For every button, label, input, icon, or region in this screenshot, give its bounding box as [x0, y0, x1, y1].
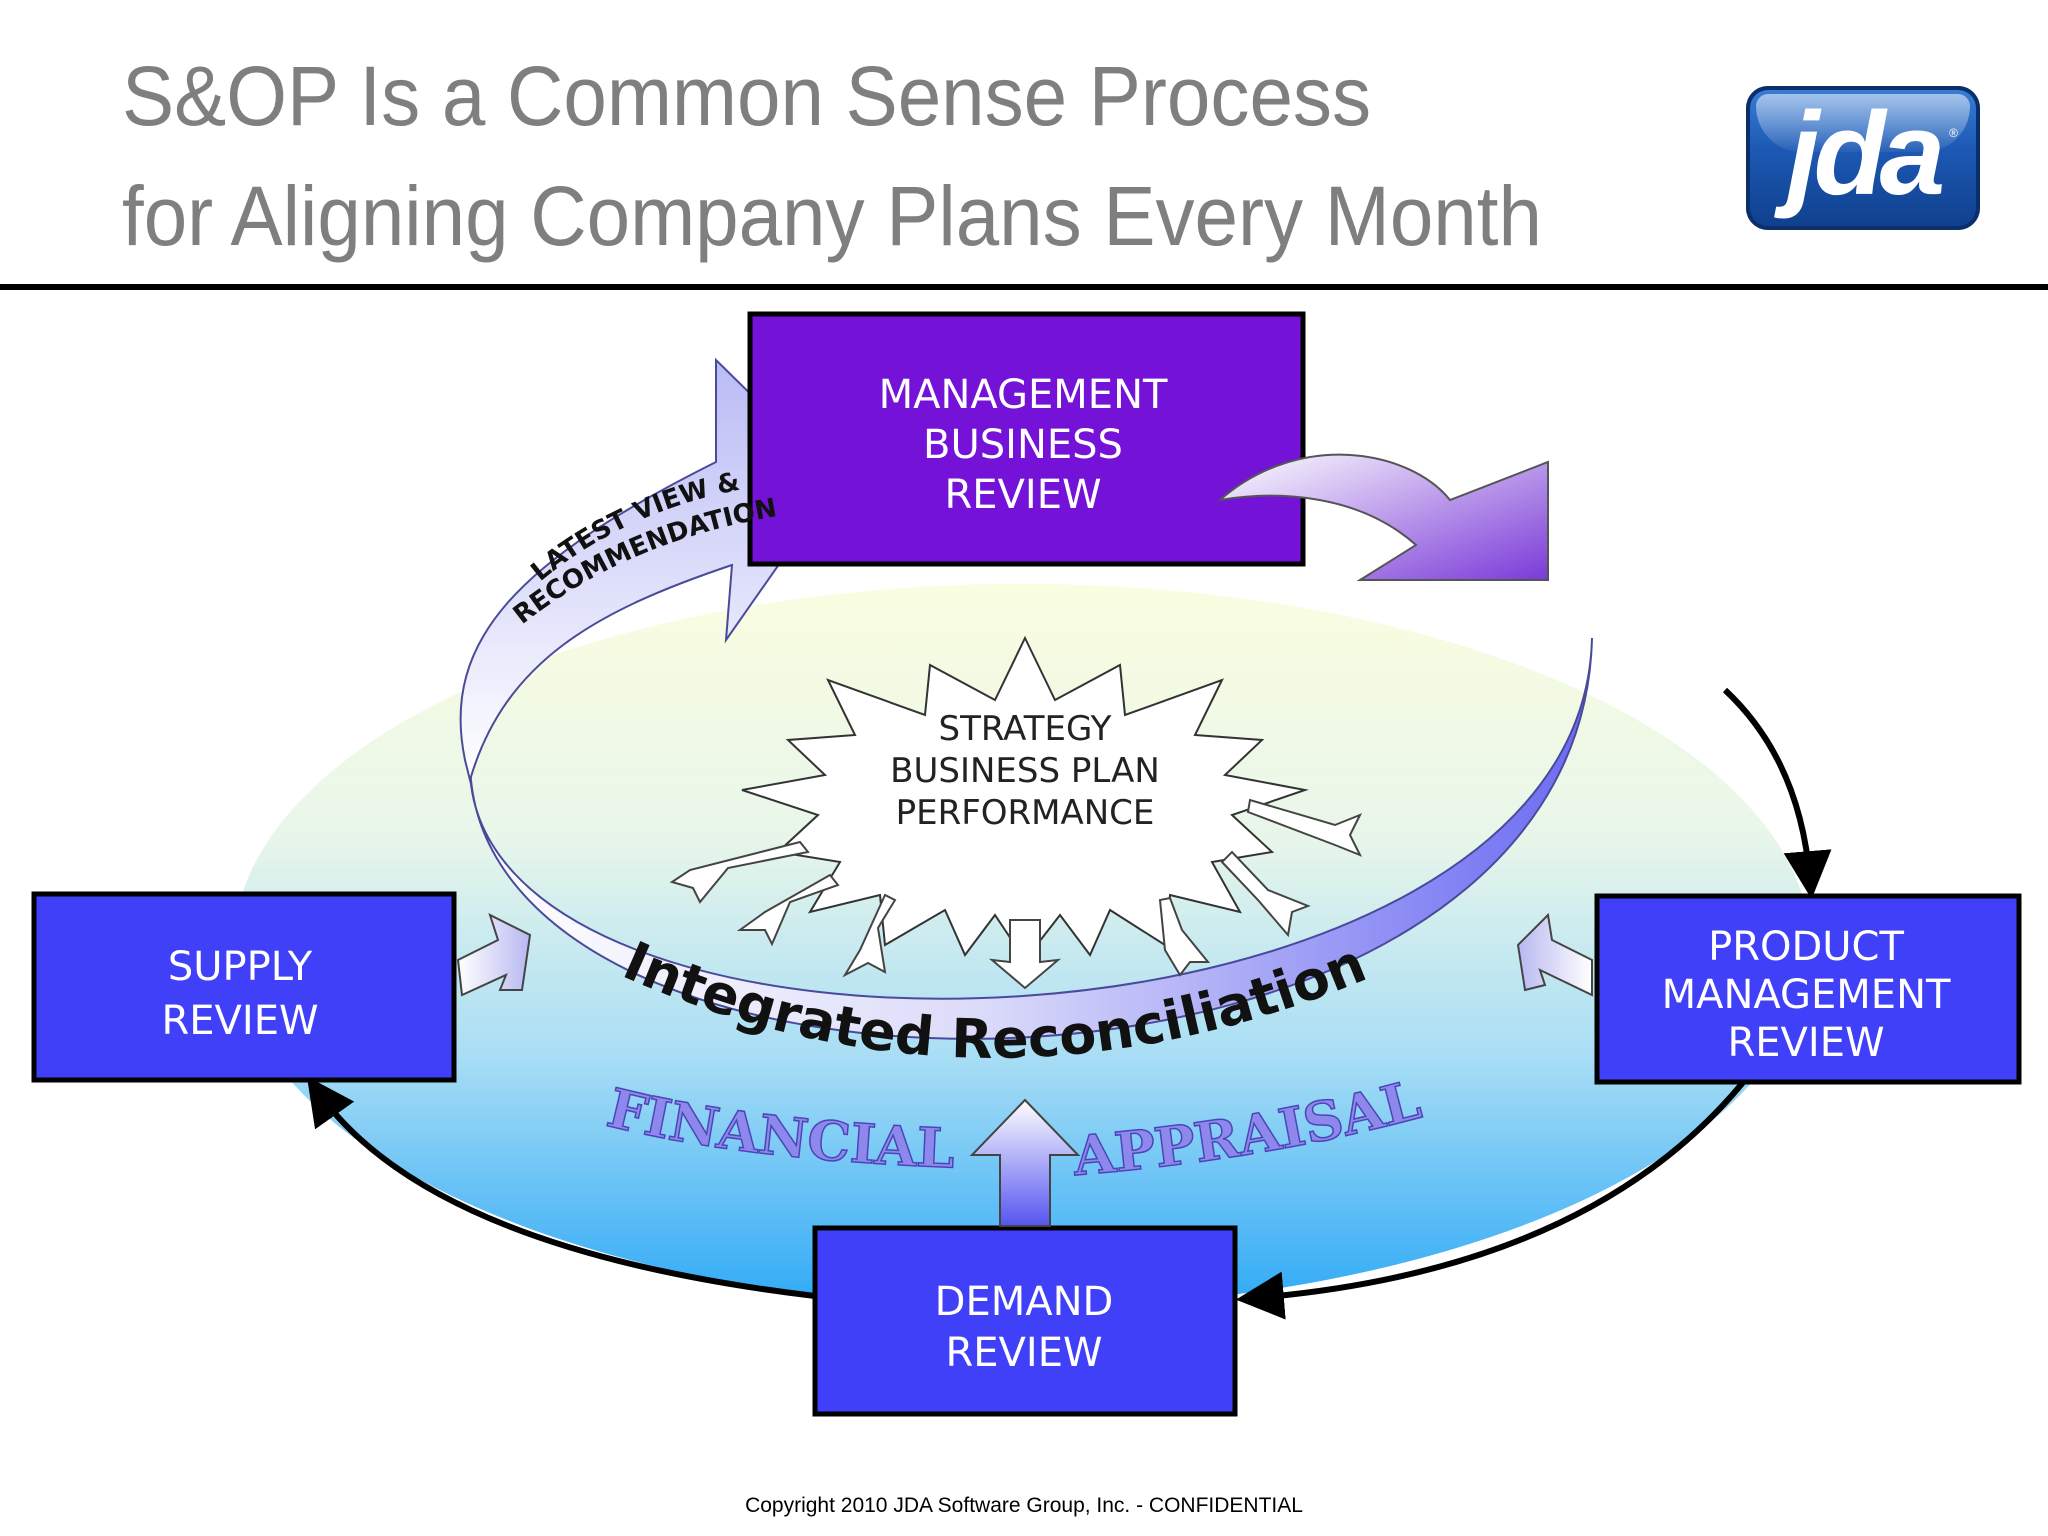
product-to-reconciliation-arrow: [1516, 912, 1593, 997]
management-review-line3: REVIEW: [944, 472, 1101, 518]
supply-review-line2: REVIEW: [161, 998, 318, 1044]
cycle-arrow-bottom-left: [306, 1076, 816, 1299]
product-review-line3: REVIEW: [1727, 1020, 1884, 1066]
strategy-line2: BUSINESS PLAN: [890, 751, 1160, 791]
title-line-2: for Aligning Company Plans Every Month: [122, 169, 1542, 263]
header-divider: [0, 284, 2048, 290]
management-review-line2: BUSINESS: [923, 422, 1123, 468]
jda-logo: jda ®: [1746, 86, 1980, 230]
management-review-line1: MANAGEMENT: [879, 372, 1168, 418]
jda-logo-text: jda: [1786, 88, 1945, 220]
starburst-arrows: [669, 798, 1363, 990]
demand-review-line1: DEMAND: [935, 1279, 1114, 1325]
supply-review-line1: SUPPLY: [168, 944, 313, 990]
demand-review-box: [812, 1225, 1238, 1417]
cycle-arrow-right: [1722, 687, 1832, 900]
strategy-line1: STRATEGY: [939, 709, 1112, 749]
logo-registered-mark: ®: [1949, 126, 1958, 140]
integrated-reconciliation-band: [468, 637, 1593, 1040]
demand-review-line2: REVIEW: [945, 1330, 1102, 1376]
product-review-line2: MANAGEMENT: [1662, 972, 1951, 1018]
supply-to-reconciliation-arrow: [456, 913, 532, 997]
supply-review-box: [31, 891, 457, 1083]
title-line-1: S&OP Is a Common Sense Process: [122, 49, 1372, 143]
product-review-box: [1594, 893, 2022, 1085]
cycle-arrow-bottom-right: [1235, 1078, 1748, 1320]
management-outflow-arrow: [1216, 453, 1549, 581]
copyright-footer: Copyright 2010 JDA Software Group, Inc. …: [745, 1494, 1303, 1517]
strategy-line3: PERFORMANCE: [896, 793, 1155, 833]
demand-to-reconciliation-arrow: [969, 1098, 1081, 1227]
product-review-line1: PRODUCT: [1708, 924, 1904, 970]
management-review-box: [747, 311, 1306, 567]
